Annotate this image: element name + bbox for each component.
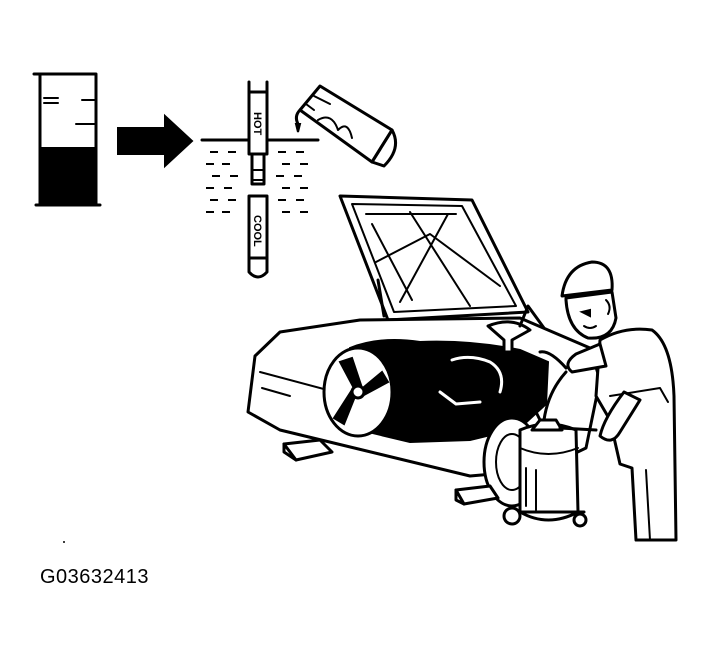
dipstick-hot-label: HOT [251, 112, 263, 136]
stray-mark [63, 541, 65, 543]
radiator-fan [322, 346, 394, 438]
car [246, 194, 602, 508]
coolant-level-dashes [206, 151, 308, 213]
filling-funnel [486, 304, 546, 354]
dipstick-cool-label: COOL [251, 215, 263, 247]
right-arrow-icon [117, 113, 194, 169]
coolant-tank-cart [502, 370, 588, 528]
pouring-beaker [294, 84, 398, 168]
dipstick: HOT COOL [247, 80, 269, 279]
figure-code-label: G03632413 [40, 566, 150, 588]
mechanic [538, 260, 678, 542]
measuring-cup [32, 72, 102, 207]
